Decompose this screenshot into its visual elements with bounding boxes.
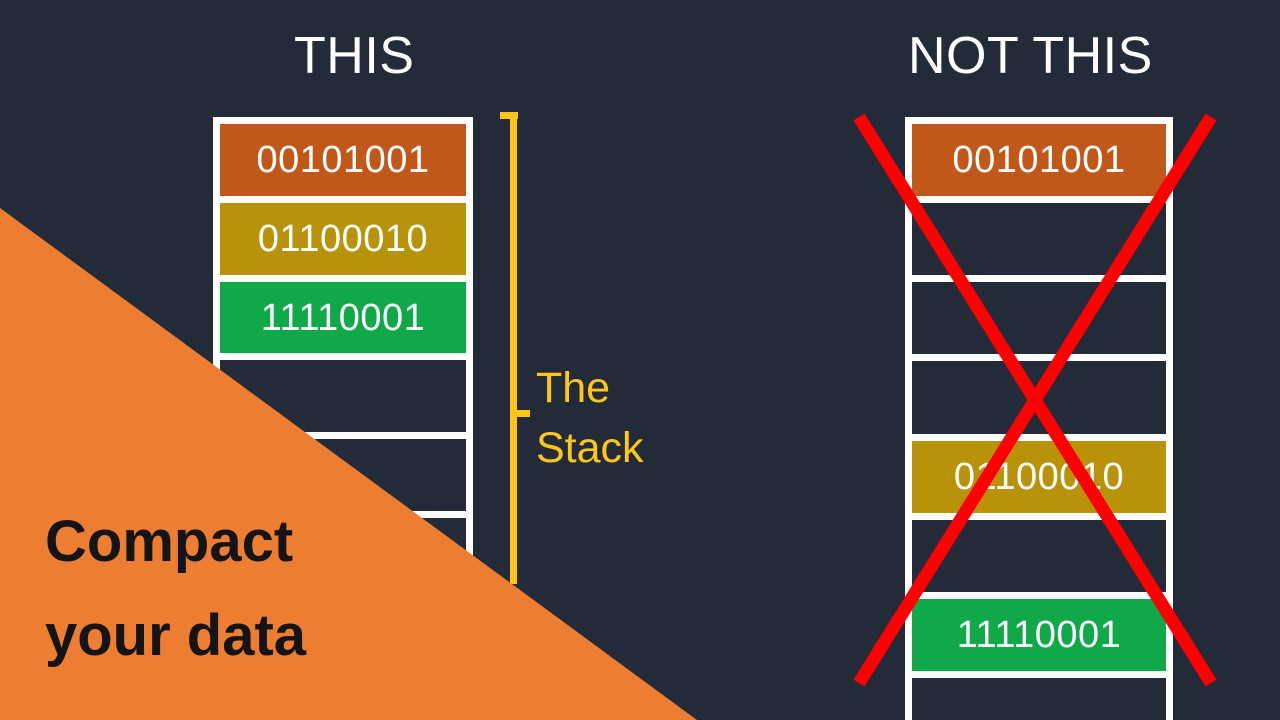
bracket-tick-top <box>500 112 518 119</box>
compact-stack-cell-3 <box>220 360 466 433</box>
compact-stack-cell-value: 01100010 <box>257 217 429 260</box>
caption-line-1: Compact <box>45 509 294 574</box>
sparse-stack-cell-3 <box>912 361 1166 434</box>
caption: Compact your data <box>45 495 445 683</box>
bracket-bar <box>510 112 517 584</box>
sparse-stack-cell-2 <box>912 282 1166 355</box>
sparse-stack-cell-5 <box>912 519 1166 592</box>
sparse-stack-cell-1 <box>912 203 1166 276</box>
sparse-stack-cell-value: 00101001 <box>952 139 1126 182</box>
stack-label-line-1: The <box>536 364 611 412</box>
compact-stack-cell-2: 11110001 <box>220 281 466 354</box>
caption-line-2: your data <box>45 602 307 668</box>
stack-label: The Stack <box>536 358 696 478</box>
sparse-stack: 00101001 01100010 11110001 <box>905 117 1173 720</box>
sparse-stack-cell-7 <box>912 677 1166 720</box>
compact-stack-cell-value: 11110001 <box>260 296 426 339</box>
stack-label-line-2: Stack <box>536 424 644 473</box>
sparse-stack-cell-value: 11110001 <box>956 613 1122 656</box>
compact-stack-cell-value: 00101001 <box>256 138 430 181</box>
sparse-stack-cell-0: 00101001 <box>912 124 1166 197</box>
heading-not-this: NOT THIS <box>908 27 1153 85</box>
bracket-icon <box>500 112 530 584</box>
sparse-stack-cell-value: 01100010 <box>953 455 1125 498</box>
sparse-stack-cell-4: 01100010 <box>912 440 1166 513</box>
compact-stack-cell-0: 00101001 <box>220 124 466 196</box>
sparse-stack-cell-6: 11110001 <box>912 598 1166 671</box>
bracket-tick-middle <box>510 410 530 417</box>
compact-stack-cell-1: 01100010 <box>220 202 466 275</box>
heading-this: THIS <box>294 27 415 85</box>
